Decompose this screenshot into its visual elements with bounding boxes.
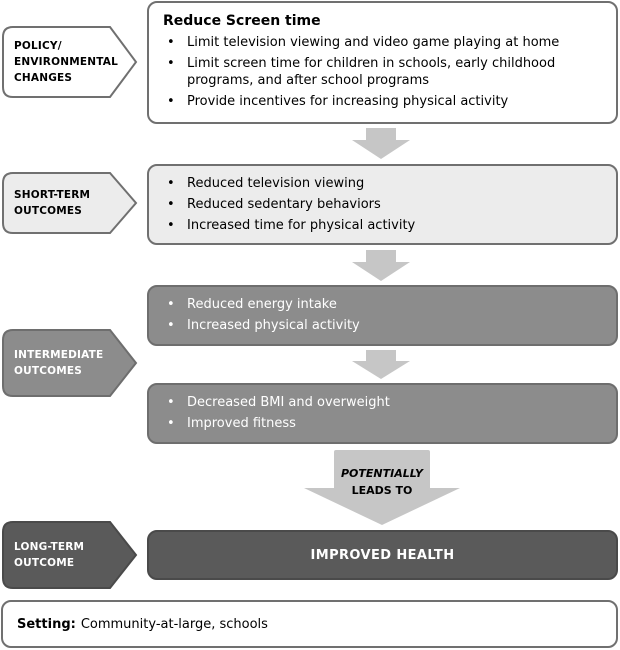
list-item: • Reduced sedentary behaviors	[163, 196, 604, 213]
list-item-text: Limit screen time for children in school…	[187, 56, 556, 88]
bullet-icon: •	[167, 318, 175, 333]
stage-long-term-line: LONG-TERM	[14, 541, 85, 553]
bullet-icon: •	[167, 56, 175, 71]
list-item-text: Reduced television viewing	[187, 176, 365, 191]
policy-box: Reduce Screen time • Limit television vie…	[147, 1, 618, 124]
improved-health-label: IMPROVED HEALTH	[310, 547, 455, 563]
short-term-box: • Reduced television viewing • Reduced sed…	[147, 164, 618, 245]
list-item: • Reduced television viewing	[163, 175, 604, 192]
stage-intermediate-label: INTERMEDIATE OUTCOMES	[2, 329, 138, 397]
list-item: • Limit television viewing and video game…	[163, 34, 604, 51]
long-term-box: IMPROVED HEALTH	[147, 530, 618, 580]
stage-arrow-shape	[2, 329, 138, 397]
stage-short-term-label: SHORT-TERM OUTCOMES	[2, 172, 138, 234]
big-down-arrow-icon	[304, 450, 460, 525]
down-arrow-icon	[352, 350, 410, 379]
stage-short-term-line: OUTCOMES	[14, 205, 83, 217]
stage-arrow-shape	[2, 26, 138, 98]
setting-box: Setting: Community-at-large, schools	[1, 600, 618, 648]
intermediate-list-1: • Reduced energy intake • Increased physic…	[163, 296, 604, 334]
list-item: • Reduced energy intake	[163, 296, 604, 313]
bullet-icon: •	[167, 197, 175, 212]
down-arrow-icon	[352, 128, 410, 159]
list-item-text: Provide incentives for increasing physic…	[187, 94, 509, 109]
stage-policy-line: POLICY/	[14, 40, 62, 52]
bullet-icon: •	[167, 94, 175, 109]
policy-box-title: Reduce Screen time	[163, 13, 321, 29]
setting-label: Setting:	[17, 616, 76, 632]
list-item-text: Decreased BMI and overweight	[187, 395, 390, 410]
policy-box-list: • Limit television viewing and video game…	[163, 34, 604, 110]
list-item: • Provide incentives for increasing physi…	[163, 93, 604, 110]
bullet-icon: •	[167, 218, 175, 233]
list-item: • Increased physical activity	[163, 317, 604, 334]
bullet-icon: •	[167, 416, 175, 431]
list-item: • Improved fitness	[163, 415, 604, 432]
list-item: • Increased time for physical activity	[163, 217, 604, 234]
list-item-text: Increased physical activity	[187, 318, 360, 333]
stage-arrow-shape	[2, 521, 138, 589]
stage-short-term-line: SHORT-TERM	[14, 189, 91, 201]
short-term-list: • Reduced television viewing • Reduced sed…	[163, 175, 604, 234]
bullet-icon: •	[167, 35, 175, 50]
stage-intermediate-line: OUTCOMES	[14, 365, 83, 377]
bullet-icon: •	[167, 176, 175, 191]
list-item-text: Limit television viewing and video game …	[187, 35, 560, 50]
potentially-leads-to-arrow: POTENTIALLY LEADS TO	[304, 450, 460, 526]
stage-policy-line: CHANGES	[14, 72, 73, 84]
intermediate-box-2: • Decreased BMI and overweight • Improved …	[147, 383, 618, 444]
leads-to-label: LEADS TO	[351, 484, 413, 497]
down-arrow-icon	[352, 250, 410, 281]
bullet-icon: •	[167, 395, 175, 410]
stage-intermediate-line: INTERMEDIATE	[14, 349, 104, 361]
stage-long-term-label: LONG-TERM OUTCOME	[2, 521, 138, 589]
stage-policy-label: POLICY/ ENVIRONMENTAL CHANGES	[2, 26, 138, 98]
stage-policy-line: ENVIRONMENTAL	[14, 56, 118, 68]
bullet-icon: •	[167, 297, 175, 312]
list-item-text: Improved fitness	[187, 416, 296, 431]
list-item: • Decreased BMI and overweight	[163, 394, 604, 411]
stage-long-term-line: OUTCOME	[14, 557, 75, 569]
potentially-label: POTENTIALLY	[340, 467, 424, 480]
intermediate-list-2: • Decreased BMI and overweight • Improved …	[163, 394, 604, 432]
stage-arrow-shape	[2, 172, 138, 234]
list-item-text: Increased time for physical activity	[187, 218, 416, 233]
list-item-text: Reduced energy intake	[187, 297, 337, 312]
intermediate-box-1: • Reduced energy intake • Increased physic…	[147, 285, 618, 346]
setting-value: Community-at-large, schools	[80, 616, 268, 632]
list-item-text: Reduced sedentary behaviors	[187, 197, 381, 212]
list-item: • Limit screen time for children in schoo…	[163, 55, 604, 89]
